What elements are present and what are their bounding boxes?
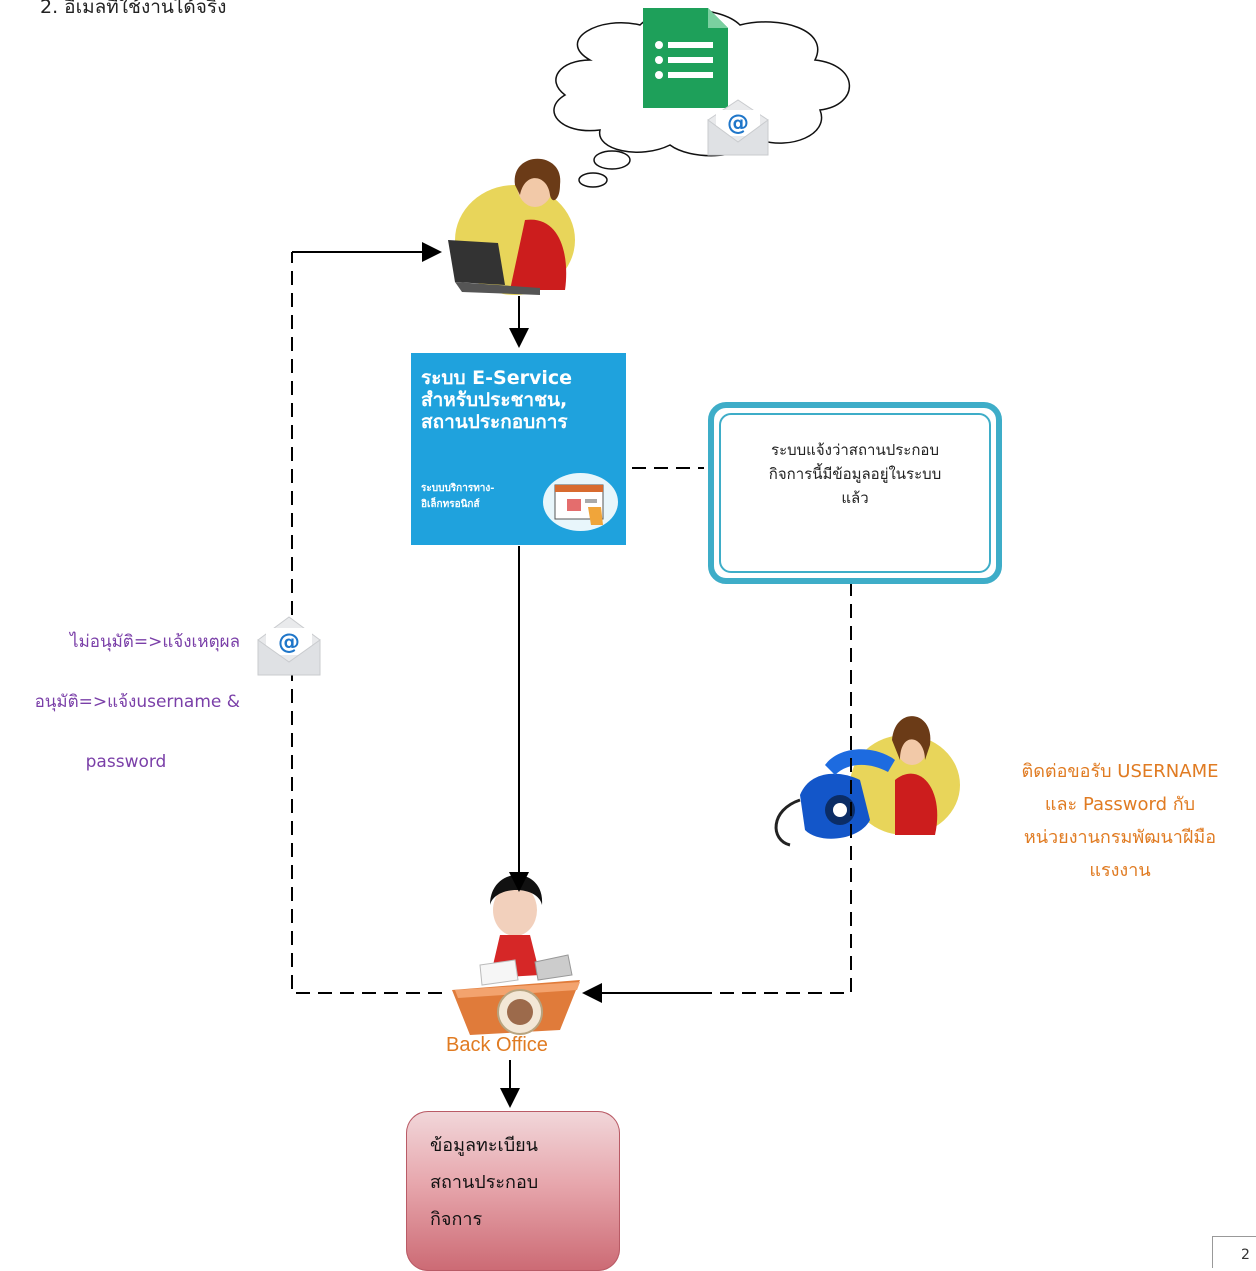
eservice-title: ระบบ E-Service สำหรับประชาชน, สถานประกอบ… [421, 367, 572, 433]
page-number-text: 2 [1241, 1247, 1250, 1263]
svg-text:@: @ [278, 630, 300, 655]
eservice-subtitle: ระบบบริการทาง- อิเล็กทรอนิกส์ [421, 483, 495, 510]
email-icon: @ [257, 616, 321, 676]
notice-box: ระบบแจ้งว่าสถานประกอบ กิจการนี้มีข้อมูลอ… [708, 402, 1002, 584]
email-note-line3: password [85, 752, 167, 772]
phone-woman-icon [774, 716, 960, 847]
email-note-line1: ไม่อนุมัติ=>แจ้งเหตุผล [70, 632, 240, 652]
woman-laptop-icon [448, 158, 575, 295]
backoffice-clerk-icon [452, 875, 580, 1035]
eservice-box: ระบบ E-Service สำหรับประชาชน, สถานประกอบ… [411, 353, 626, 545]
web-form-icon [543, 473, 618, 531]
contact-note: ติดต่อขอรับ USERNAME และ Password กับ หน… [1021, 761, 1219, 881]
email-note-line2: อนุมัติ=>แจ้งusername & [34, 692, 240, 712]
google-forms-icon [643, 8, 728, 108]
page-heading: 2. อีเมลที่ใช้งานได้จริง [40, 0, 227, 18]
page-number: 2 [1212, 1236, 1256, 1268]
database-text: ข้อมูลทะเบียน สถานประกอบ กิจการ [430, 1135, 539, 1230]
svg-text:@: @ [727, 111, 749, 136]
notice-text: ระบบแจ้งว่าสถานประกอบ กิจการนี้มีข้อมูลอ… [768, 441, 942, 507]
email-result-note: ไม่อนุมัติ=>แจ้งเหตุผล อนุมัติ=>แจ้งuser… [12, 597, 240, 807]
registration-database: ข้อมูลทะเบียน สถานประกอบ กิจการ [406, 1111, 620, 1271]
backoffice-label: Back Office [446, 1034, 548, 1056]
email-icon: @ [707, 99, 769, 156]
